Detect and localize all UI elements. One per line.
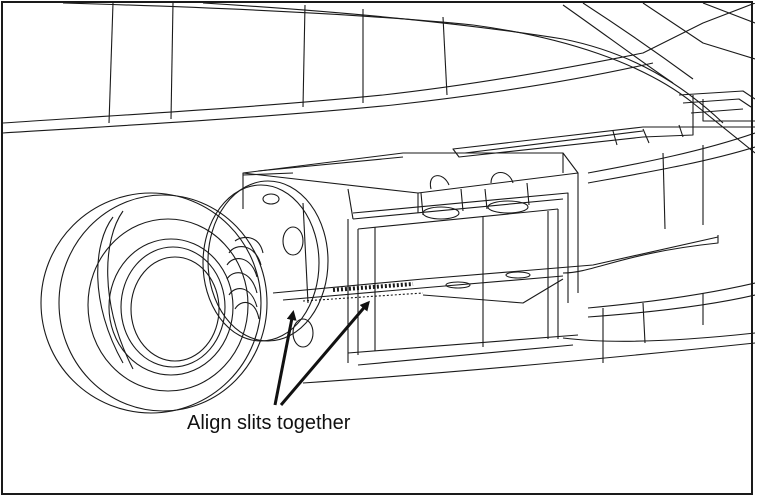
wheel [40,192,268,414]
mount-block [242,152,579,366]
lock-nut [202,172,329,348]
assembly-illustration [3,3,755,414]
frame-side-plate [302,132,755,384]
strap [272,235,719,304]
callout-label: Align slits together [187,412,351,434]
callout-arrows [273,300,370,406]
frame-top-plate [3,3,755,158]
